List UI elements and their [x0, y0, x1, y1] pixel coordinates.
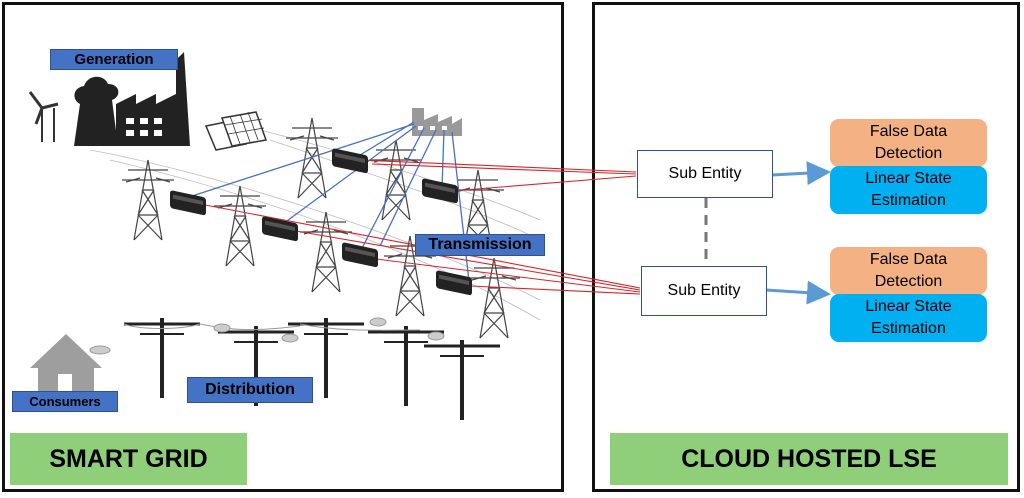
power-plant-icon: [74, 52, 190, 146]
consumers-label: Consumers: [12, 391, 118, 412]
solar-panel-icon: [204, 111, 268, 151]
smart-grid-footer: SMART GRID: [10, 433, 247, 485]
arrow-bottom: [765, 280, 831, 305]
wind-turbine-icon: [28, 91, 59, 142]
red-links: [199, 159, 641, 295]
blue-links: [185, 121, 471, 291]
arrow-top: [771, 161, 831, 186]
linear-state-estimation-top: Linear State Estimation: [830, 166, 987, 214]
control-center-icon: [412, 108, 462, 136]
linear-state-estimation-bottom: Linear State Estimation: [830, 294, 987, 342]
distribution-poles: [122, 316, 502, 422]
false-data-detection-bottom: False Data Detection: [830, 247, 987, 295]
sub-entity-top: Sub Entity: [637, 150, 773, 198]
house-icon: [30, 334, 111, 392]
cloud-hosted-lse-footer: CLOUD HOSTED LSE: [610, 433, 1008, 485]
transmission-towers: [121, 117, 521, 339]
false-data-detection-top: False Data Detection: [830, 119, 987, 167]
sub-entity-bottom: Sub Entity: [641, 266, 767, 316]
distribution-label: Distribution: [187, 377, 313, 403]
transmission-label: Transmission: [415, 234, 545, 256]
generation-label: Generation: [50, 49, 178, 70]
